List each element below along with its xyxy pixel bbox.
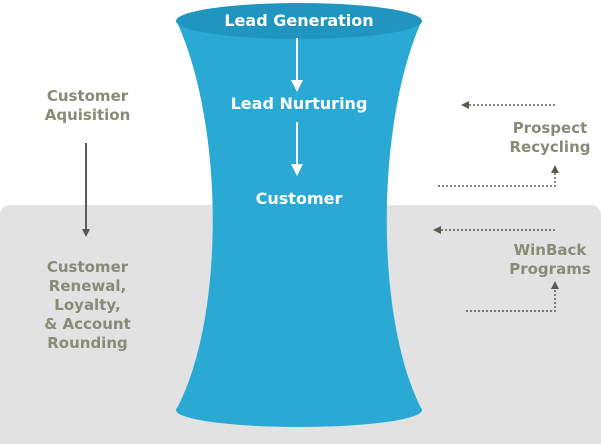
funnel-body xyxy=(176,20,422,410)
customer-acquisition-label: Customer Aquisition xyxy=(44,87,131,124)
funnel-top-rim xyxy=(176,3,422,39)
winback-programs-label: WinBack Programs xyxy=(509,241,591,278)
funnel-bottom-rim xyxy=(176,393,422,427)
stage-lead-generation: Lead Generation xyxy=(224,11,374,30)
prospect-recycling-label: Prospect Recycling xyxy=(509,119,591,156)
customer-renewal-label: Customer Renewal, Loyalty, & Account Rou… xyxy=(44,258,131,352)
winback-in-connector xyxy=(466,281,559,312)
prospect-recycling-in-connector xyxy=(438,165,559,187)
stage-lead-nurturing: Lead Nurturing xyxy=(230,94,368,113)
stage-customer: Customer xyxy=(255,189,343,208)
